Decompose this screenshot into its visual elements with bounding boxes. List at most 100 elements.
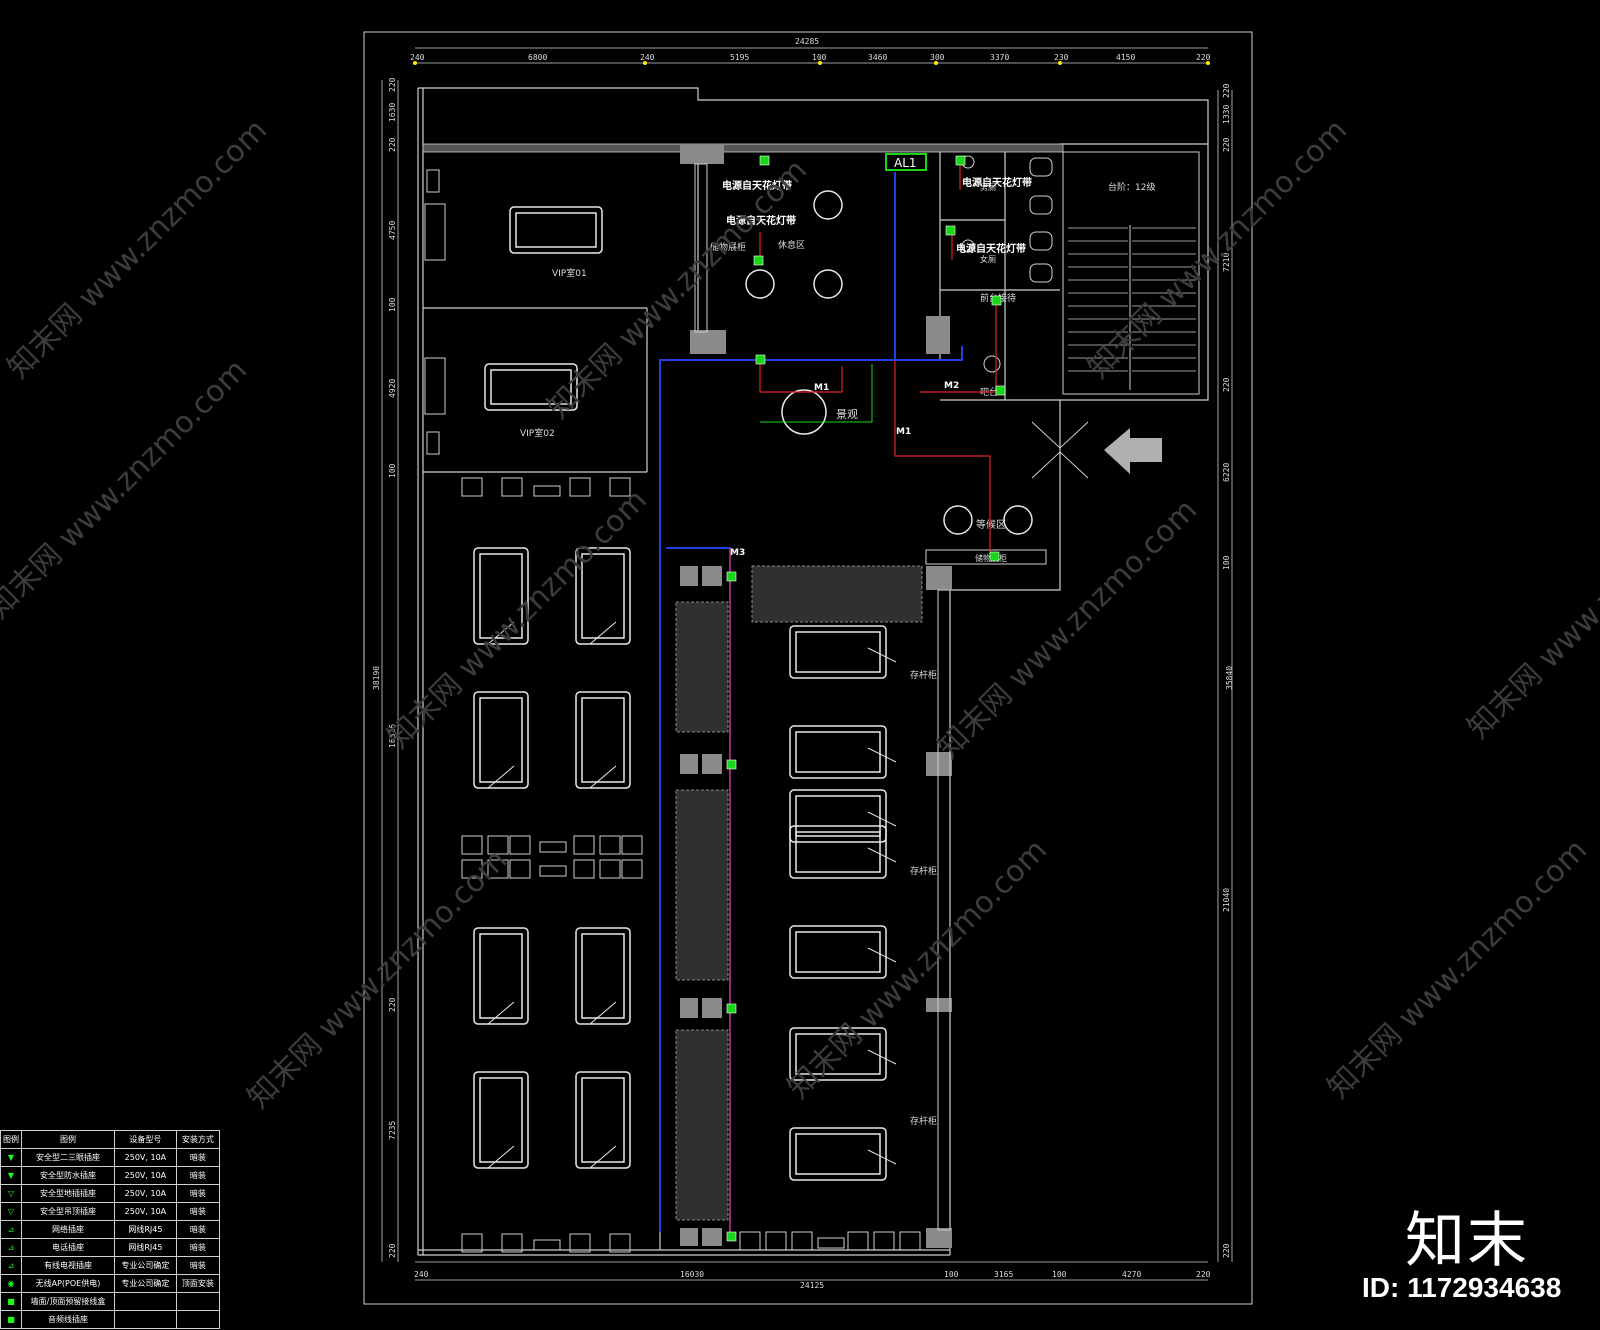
chair	[899, 1231, 921, 1251]
room-label-rest: 休息区	[778, 239, 805, 251]
dim-label: 3370	[990, 53, 1009, 62]
legend-row: ■墙面/顶面预留接线盒	[0, 1292, 221, 1311]
dim-label: 220	[1222, 1243, 1231, 1258]
watermark-text-7: 知末网 www.znzmo.com	[241, 843, 514, 1116]
socket-icon: ▼	[0, 1148, 22, 1167]
dim-label: 4270	[1122, 1270, 1141, 1279]
chair	[501, 1233, 523, 1253]
pillar-right-3	[926, 1228, 952, 1248]
wireless-ap-icon: ◉	[0, 1274, 22, 1293]
dim-label: 1330	[1222, 105, 1231, 124]
landscape-label: 景观	[836, 408, 858, 421]
dim-label: 240	[414, 1270, 429, 1279]
right-cabinet-strip	[937, 589, 951, 1231]
pool-table	[575, 691, 631, 789]
legend-row: ⊿有线电视插座专业公司确定暗装	[0, 1256, 221, 1275]
vip-sofas	[424, 169, 446, 455]
circuit-m1a: M1	[814, 383, 829, 393]
chair	[509, 859, 531, 879]
entrance-arrow	[1104, 428, 1162, 474]
vip1-table	[509, 206, 603, 254]
legend-header-model: 设备型号	[113, 1130, 177, 1149]
legend-row: ◉无线AP(POE供电)专业公司确定顶面安装	[0, 1274, 221, 1293]
bar-stool	[983, 355, 1001, 373]
floor-socket-icon: ▽	[0, 1184, 22, 1203]
dim-label: 100	[944, 1270, 959, 1279]
pool-table	[473, 1071, 529, 1169]
sheet-frame	[363, 31, 1253, 1305]
chair	[501, 477, 523, 497]
legend-model: 专业公司确定	[113, 1256, 177, 1275]
top-wall-hatch	[422, 143, 1064, 153]
legend-model: 网线RJ45	[113, 1238, 177, 1257]
sockets	[726, 155, 1006, 1242]
stairs-label: 台阶：12级	[1108, 181, 1155, 193]
chair	[873, 1231, 895, 1251]
dim-label: 4750	[388, 221, 397, 240]
note-ceiling-light-3: 电源自天花灯带	[962, 176, 1032, 189]
legend-model: 网线RJ45	[113, 1220, 177, 1239]
dim-label: 6220	[1222, 463, 1231, 482]
pool-table	[789, 625, 897, 679]
watermark-text-9: 知末网 www.znzmo.com	[1321, 833, 1594, 1106]
wait-tables	[943, 505, 1033, 535]
cue-rack-label-1: 存杆柜	[910, 669, 937, 681]
cue-rack-label-2: 存杆柜	[910, 865, 937, 877]
legend-model: 专业公司确定	[113, 1274, 177, 1293]
wait-cabinet	[925, 549, 1047, 565]
chair	[599, 859, 621, 879]
audio-socket-icon: ■	[0, 1310, 22, 1329]
watermark-text-5: 知末网 www.znzmo.com	[931, 493, 1204, 766]
legend-name: 有线电视插座	[21, 1256, 115, 1275]
dim-label: 7210	[1222, 253, 1231, 272]
dim-label: 3460	[868, 53, 887, 62]
junction-box-icon: ■	[0, 1292, 22, 1311]
decor-strip-v2	[675, 789, 729, 981]
room-label-toilet-f: 女厕	[980, 254, 996, 264]
dim-label: 240	[640, 53, 655, 62]
legend-header: 图例 图例 设备型号 安装方式	[0, 1130, 221, 1149]
chair	[609, 477, 631, 497]
waterproof-socket-icon: ▼	[0, 1166, 22, 1185]
circuit-m2: M2	[944, 381, 959, 391]
pool-table	[473, 927, 529, 1025]
dim-label: 16326	[388, 724, 397, 748]
legend-mount: 暗装	[175, 1202, 221, 1221]
watermark-text-2: 知末网 www.znzmo.com	[0, 353, 254, 626]
side-table	[539, 865, 567, 877]
legend-mount: 暗装	[175, 1166, 221, 1185]
rest-area-pillar-2	[690, 330, 726, 354]
legend-name: 安全型地插插座	[21, 1184, 115, 1203]
bottom-dimensions	[415, 1261, 1208, 1281]
legend-name: 安全型防水插座	[21, 1166, 115, 1185]
pool-table	[575, 547, 631, 645]
chair	[461, 859, 483, 879]
cue-rack-label-3: 存杆柜	[910, 1115, 937, 1127]
entrance-door	[1031, 421, 1089, 479]
legend-mount: 暗装	[175, 1238, 221, 1257]
chair	[765, 1231, 787, 1251]
pool-table	[575, 1071, 631, 1169]
dim-label: 220	[388, 77, 397, 92]
room-label-vip1: VIP室01	[552, 267, 587, 279]
chair	[487, 859, 509, 879]
stair-steps	[1068, 227, 1196, 372]
red-wiring	[729, 160, 997, 1240]
side-table	[817, 1237, 845, 1249]
image-id: ID: 1172934638	[1362, 1272, 1562, 1303]
top-dimensions	[413, 47, 1210, 65]
room-label-vip2: VIP室02	[520, 427, 555, 439]
dim-label: 3165	[994, 1270, 1013, 1279]
dim-label: 220	[1222, 83, 1231, 98]
chair	[461, 835, 483, 855]
pillar-right-2	[926, 998, 952, 1012]
panel-al1-box	[885, 153, 927, 171]
legend-mount	[175, 1310, 221, 1329]
pool-tables	[473, 547, 897, 1181]
dim-label: 16030	[680, 1270, 704, 1279]
